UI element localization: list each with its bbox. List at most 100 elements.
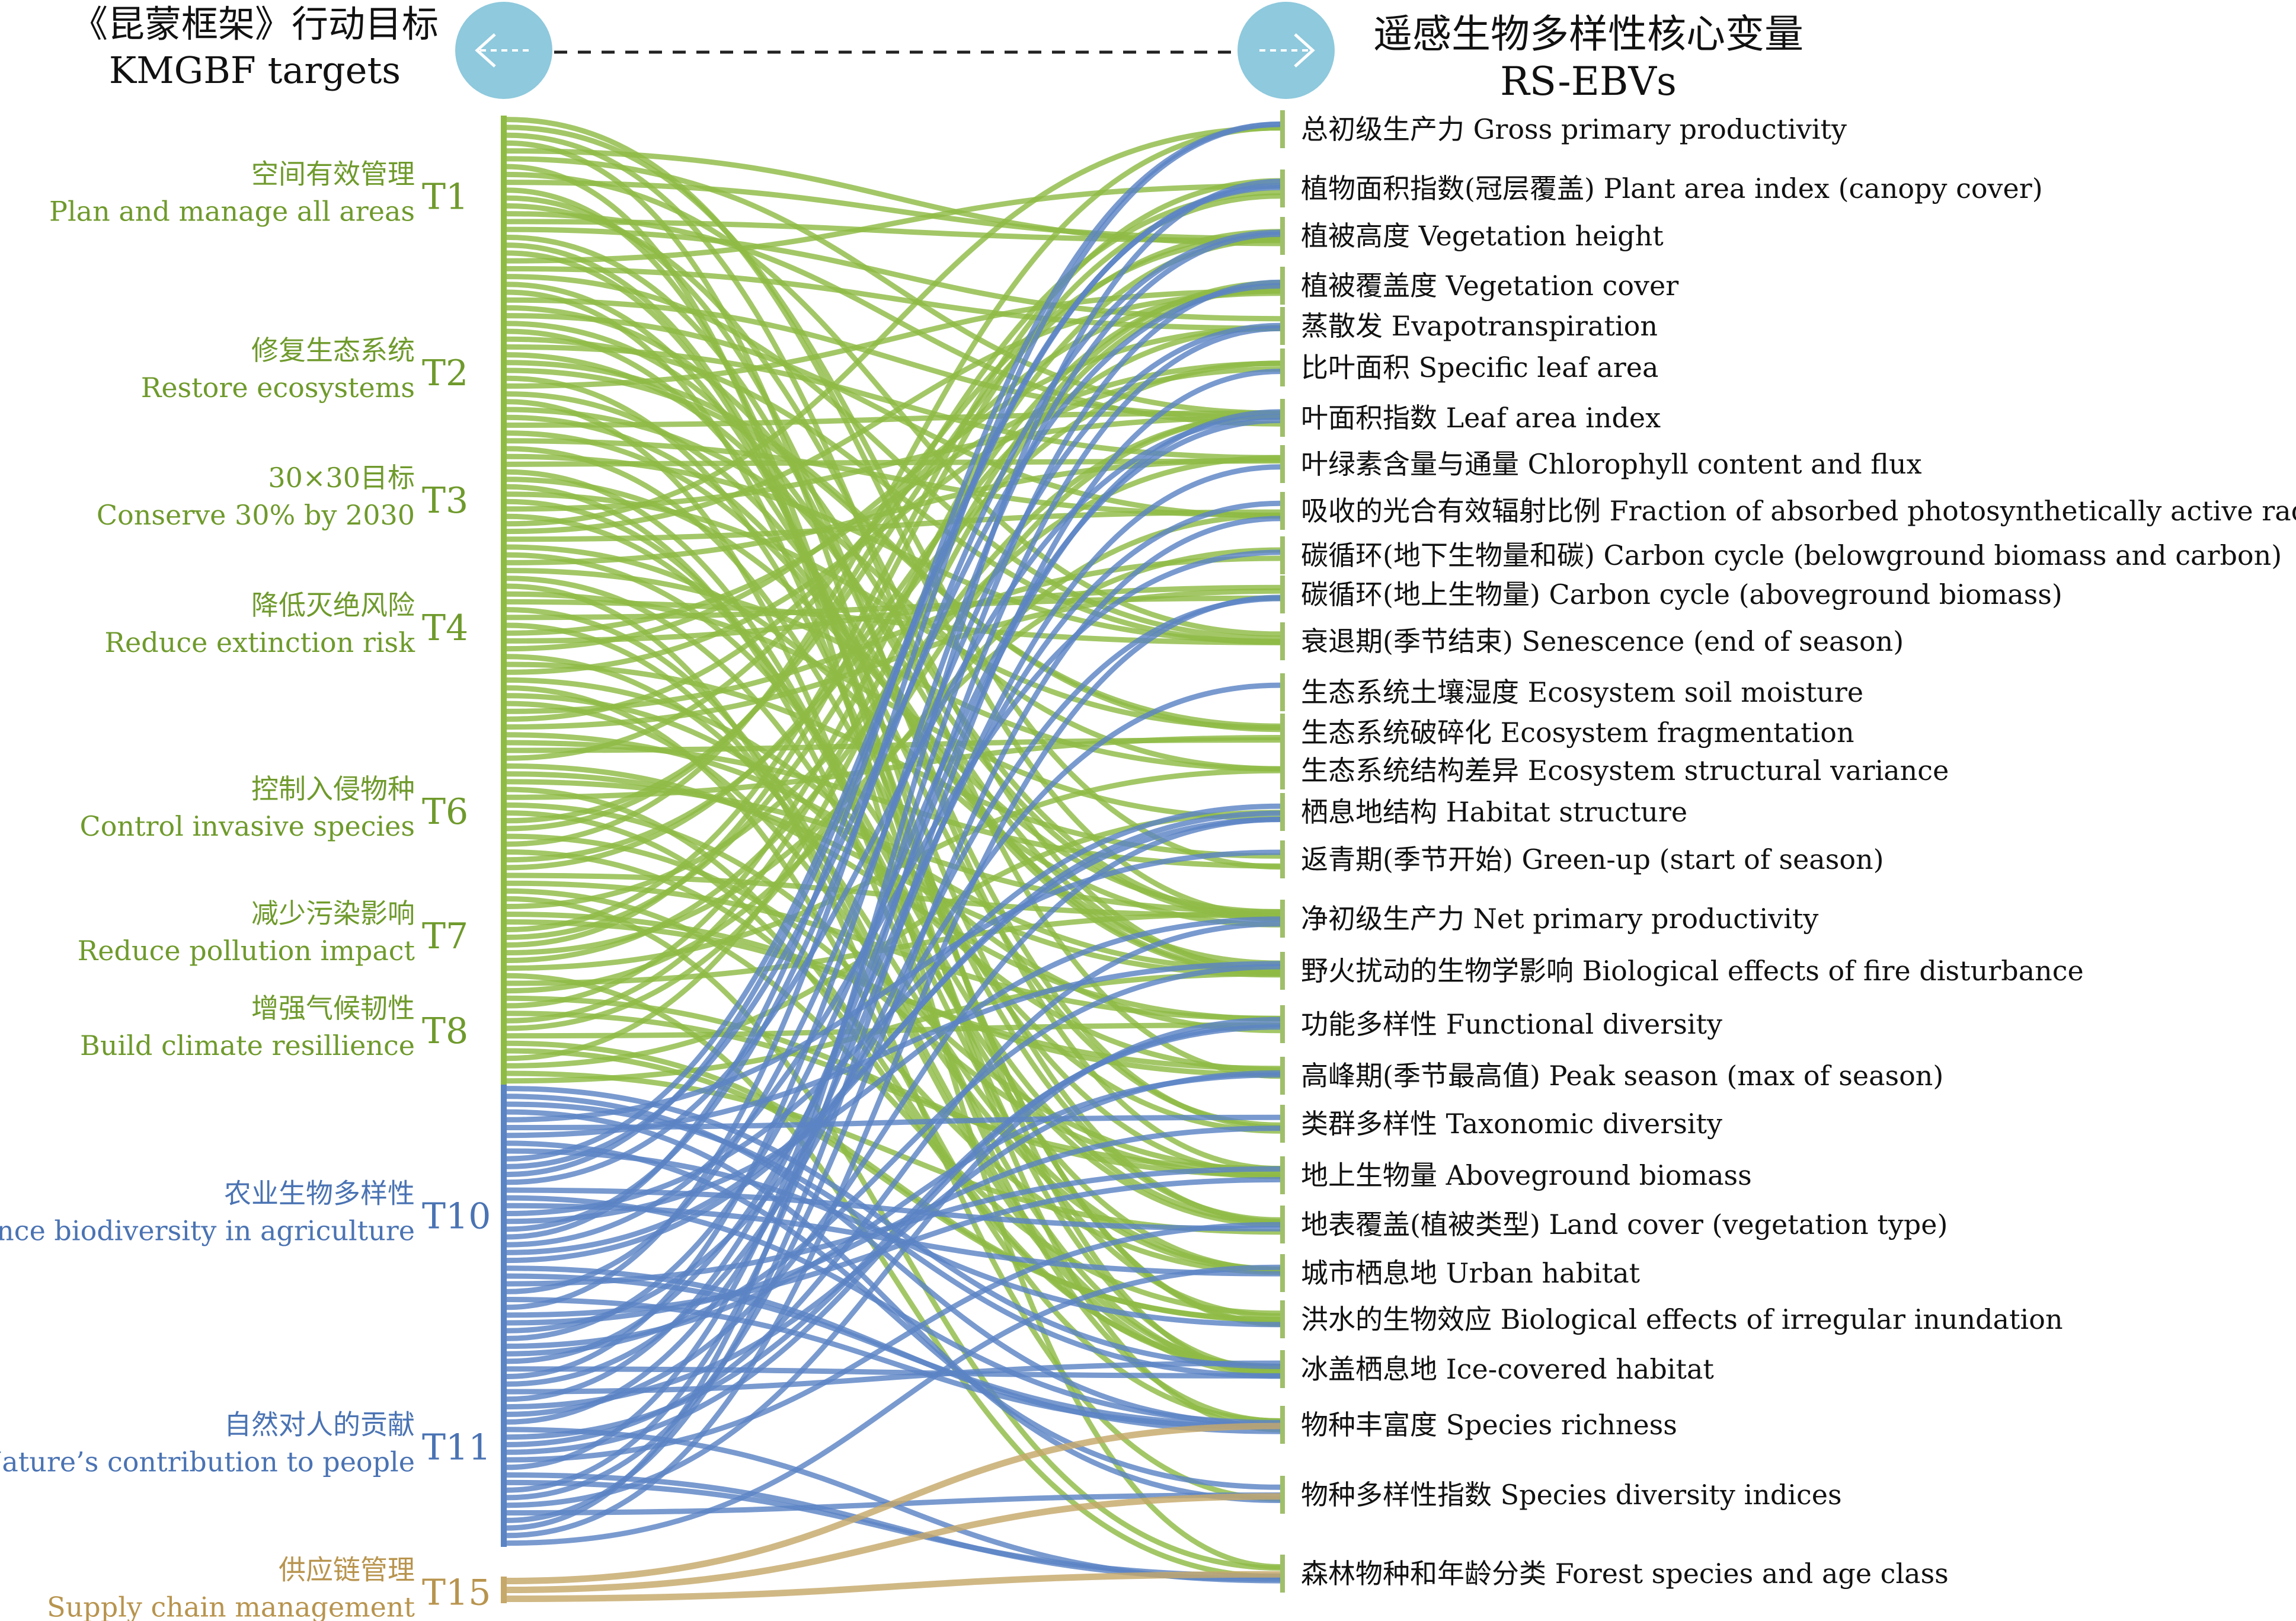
variable-nodes	[1280, 110, 1285, 1593]
target-node-t15	[501, 1577, 507, 1603]
right-title-cn: 遥感生物多样性核心变量	[1373, 11, 1803, 57]
flow-link	[506, 971, 1281, 1084]
variable-node	[1280, 1300, 1285, 1338]
variable-label: 植被覆盖度 Vegetation cover	[1301, 270, 1678, 302]
variable-node	[1280, 1350, 1285, 1388]
flow-link	[506, 280, 1281, 1024]
target-label-cn: 控制入侵物种	[251, 773, 415, 805]
flow-link	[506, 1479, 1281, 1579]
variable-node	[1280, 1254, 1285, 1292]
variable-node	[1280, 307, 1285, 345]
variable-node	[1280, 1105, 1285, 1143]
flow-link	[506, 125, 1281, 527]
target-code: T2	[422, 353, 468, 394]
variable-label: 植被高度 Vegetation height	[1301, 220, 1664, 252]
variable-label: 叶面积指数 Leaf area index	[1301, 402, 1661, 434]
flow-link	[506, 516, 1281, 1501]
flow-link	[506, 817, 1281, 1417]
target-label-en: Conserve 30% by 2030	[97, 499, 415, 531]
target-code: T4	[422, 608, 468, 649]
variable-node	[1280, 399, 1285, 437]
variable-node	[1280, 673, 1285, 711]
variable-label: 碳循环(地上生物量) Carbon cycle (aboveground bio…	[1301, 578, 2062, 610]
variable-node	[1280, 170, 1285, 207]
flow-link	[506, 1022, 1281, 1039]
target-label-cn: 空间有效管理	[251, 158, 415, 190]
target-label-en: Restore ecosystems	[141, 372, 415, 404]
flow-link	[506, 193, 1281, 948]
flow-link	[506, 1422, 1281, 1584]
target-code: T11	[422, 1427, 491, 1469]
variable-labels: 总初级生产力 Gross primary productivity植物面积指数(…	[1301, 113, 2296, 1590]
flow-link	[506, 973, 1281, 1580]
variable-node	[1280, 110, 1285, 148]
flow-link	[506, 236, 1281, 1009]
flow-link	[506, 231, 1281, 1379]
target-label-cn: 30×30目标	[268, 462, 415, 494]
flow-link	[506, 288, 1281, 389]
left-title-cn: 《昆蒙框架》行动目标	[71, 2, 439, 46]
variable-label: 生态系统结构差异 Ecosystem structural variance	[1301, 754, 1949, 786]
target-code: T3	[422, 480, 468, 522]
target-node-t4	[501, 527, 507, 723]
variable-label: 功能多样性 Functional diversity	[1301, 1008, 1722, 1040]
target-code: T7	[422, 916, 468, 957]
target-node-t8	[501, 972, 507, 1085]
target-label-en: Build climate resillience	[80, 1029, 415, 1062]
variable-node	[1280, 217, 1285, 255]
target-node-t11	[501, 1342, 507, 1547]
variable-label: 衰退期(季节结束) Senescence (end of season)	[1301, 625, 1904, 657]
variable-node	[1280, 536, 1285, 574]
flow-link	[506, 921, 1281, 1447]
flow-link	[506, 654, 1281, 1272]
variable-label: 城市栖息地 Urban habitat	[1301, 1257, 1641, 1289]
flow-link	[506, 313, 1281, 519]
target-node-t1	[501, 116, 507, 273]
variable-node	[1280, 1406, 1285, 1444]
variable-node	[1280, 1156, 1285, 1194]
variable-label: 地表覆盖(植被类型) Land cover (vegetation type)	[1301, 1208, 1948, 1240]
flow-link	[506, 588, 1281, 730]
flow-link	[506, 453, 1281, 644]
flow-link	[506, 325, 1281, 1493]
variable-label: 野火扰动的生物学影响 Biological effects of fire di…	[1301, 955, 2084, 987]
variable-label: 生态系统土壤湿度 Ecosystem soil moisture	[1301, 676, 1863, 708]
variable-label: 物种多样性指数 Species diversity indices	[1301, 1479, 1842, 1511]
variable-label: 吸收的光合有效辐射比例 Fraction of absorbed photosy…	[1301, 495, 2296, 527]
flow-link	[506, 1360, 1281, 1395]
target-label-cn: 自然对人的贡献	[224, 1409, 415, 1441]
flow-link	[506, 591, 1281, 821]
target-label-cn: 减少污染影响	[251, 897, 415, 929]
target-code: T10	[422, 1196, 491, 1238]
flow-link	[506, 178, 1281, 932]
variable-node	[1280, 1057, 1285, 1095]
variable-node	[1280, 900, 1285, 938]
variable-node	[1280, 840, 1285, 878]
target-code: T15	[422, 1572, 491, 1614]
flow-link	[506, 279, 1281, 1470]
target-label-cn: 降低灭绝风险	[251, 589, 415, 621]
variable-node	[1280, 622, 1285, 660]
variable-label: 蒸散发 Evapotranspiration	[1301, 310, 1658, 342]
flow-link	[506, 1070, 1281, 1235]
target-label-en: Reduce pollution impact	[78, 935, 415, 967]
target-node-t2	[501, 273, 507, 468]
left-title-en: KMGBF targets	[109, 49, 401, 92]
variable-node	[1280, 1476, 1285, 1514]
flow-link	[506, 594, 1281, 1539]
target-code: T8	[422, 1011, 468, 1052]
variable-label: 洪水的生物效应 Biological effects of irregular …	[1301, 1303, 2063, 1335]
target-label-en: Plan and manage all areas	[49, 196, 415, 228]
target-label-cn: 供应链管理	[279, 1554, 415, 1586]
target-node-t10	[501, 1085, 507, 1342]
flow-link	[506, 1366, 1281, 1379]
target-code: T6	[422, 791, 468, 833]
target-label-cn: 增强气候韧性	[251, 992, 415, 1024]
variable-node	[1280, 349, 1285, 386]
flow-link	[506, 1571, 1281, 1602]
variable-node	[1280, 714, 1285, 752]
flow-link	[506, 1011, 1281, 1171]
flow-link	[506, 414, 1281, 512]
flow-link	[506, 1264, 1281, 1546]
